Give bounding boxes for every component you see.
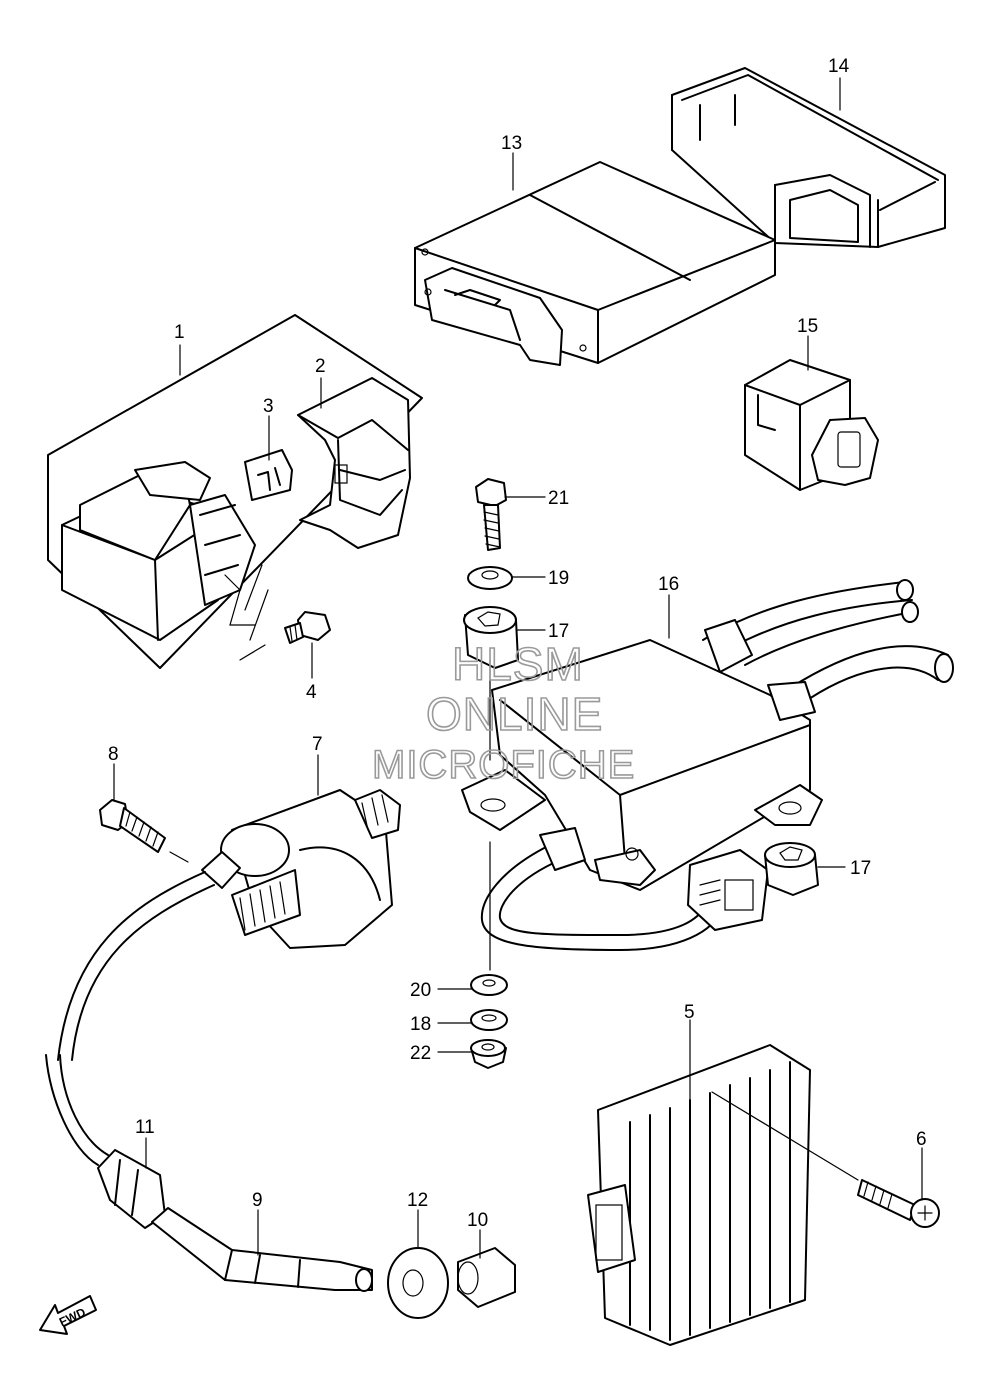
part-2-relay-cover[interactable] — [297, 377, 411, 549]
watermark-line-2: ONLINE — [426, 688, 603, 740]
part-11-cap[interactable] — [97, 1149, 166, 1229]
leader-lines — [113, 77, 923, 1259]
callout-12[interactable]: 12 — [407, 1190, 428, 1211]
part-20-washer[interactable] — [470, 974, 508, 996]
watermark-line-1: HLSM — [452, 638, 584, 690]
part-14-ecu-cover[interactable] — [671, 67, 946, 248]
part-18-washer[interactable] — [470, 1009, 508, 1031]
callout-17-upper[interactable]: 17 — [548, 621, 569, 642]
callouts: 1 2 3 4 5 6 7 8 9 10 11 12 13 14 15 16 1… — [108, 56, 927, 1231]
callout-11[interactable]: 11 — [135, 1117, 155, 1138]
part-15-relay[interactable] — [744, 359, 879, 491]
callout-19[interactable]: 19 — [548, 568, 569, 589]
callout-6[interactable]: 6 — [916, 1129, 927, 1150]
callout-3[interactable]: 3 — [263, 396, 274, 417]
part-10-bush[interactable] — [457, 1247, 516, 1308]
callout-14[interactable]: 14 — [828, 56, 850, 77]
part-3-fuse[interactable] — [244, 449, 293, 501]
watermark-line-3: MICROFICHE — [372, 743, 635, 787]
callout-9[interactable]: 9 — [252, 1190, 263, 1211]
part-17-grommet-upper[interactable] — [463, 606, 519, 669]
part-13-ecu[interactable] — [414, 161, 776, 366]
part-19-collar[interactable] — [467, 566, 513, 590]
callout-20[interactable]: 20 — [410, 980, 431, 1001]
part-9-plug-cap[interactable] — [151, 1207, 373, 1292]
watermark: HLSM ONLINE MICROFICHE — [371, 637, 635, 788]
callout-10[interactable]: 10 — [467, 1210, 488, 1231]
part-12-seal[interactable] — [387, 1247, 449, 1319]
high-tension-lead[interactable] — [45, 871, 215, 1166]
callout-17-right[interactable]: 17 — [850, 858, 871, 879]
callout-21[interactable]: 21 — [548, 488, 569, 509]
callout-1[interactable]: 1 — [174, 322, 185, 343]
callout-8[interactable]: 8 — [108, 744, 119, 765]
part-4-screw[interactable] — [284, 611, 331, 644]
part-7-ignition-coil[interactable] — [201, 789, 401, 949]
callout-22[interactable]: 22 — [410, 1043, 431, 1064]
part-5-regulator-rectifier[interactable] — [587, 1044, 811, 1346]
fwd-label: FWD — [57, 1305, 88, 1329]
part-22-nut[interactable] — [470, 1039, 507, 1069]
part-21-bolt[interactable] — [475, 478, 507, 551]
part-1-starter-relay[interactable] — [47, 314, 423, 669]
callout-2[interactable]: 2 — [315, 356, 326, 377]
callout-7[interactable]: 7 — [312, 734, 323, 755]
callout-16[interactable]: 16 — [658, 574, 679, 595]
part-17-grommet-right[interactable] — [764, 842, 819, 896]
part-6-bolt[interactable] — [857, 1179, 940, 1228]
part-8-bolt[interactable] — [99, 799, 166, 853]
callout-5[interactable]: 5 — [684, 1002, 695, 1023]
callout-18[interactable]: 18 — [410, 1014, 431, 1035]
fwd-arrow-icon: FWD — [39, 1295, 97, 1335]
part-16-control-unit[interactable] — [461, 579, 954, 951]
callout-13[interactable]: 13 — [501, 133, 522, 154]
callout-4[interactable]: 4 — [306, 682, 317, 703]
callout-15[interactable]: 15 — [797, 316, 818, 337]
